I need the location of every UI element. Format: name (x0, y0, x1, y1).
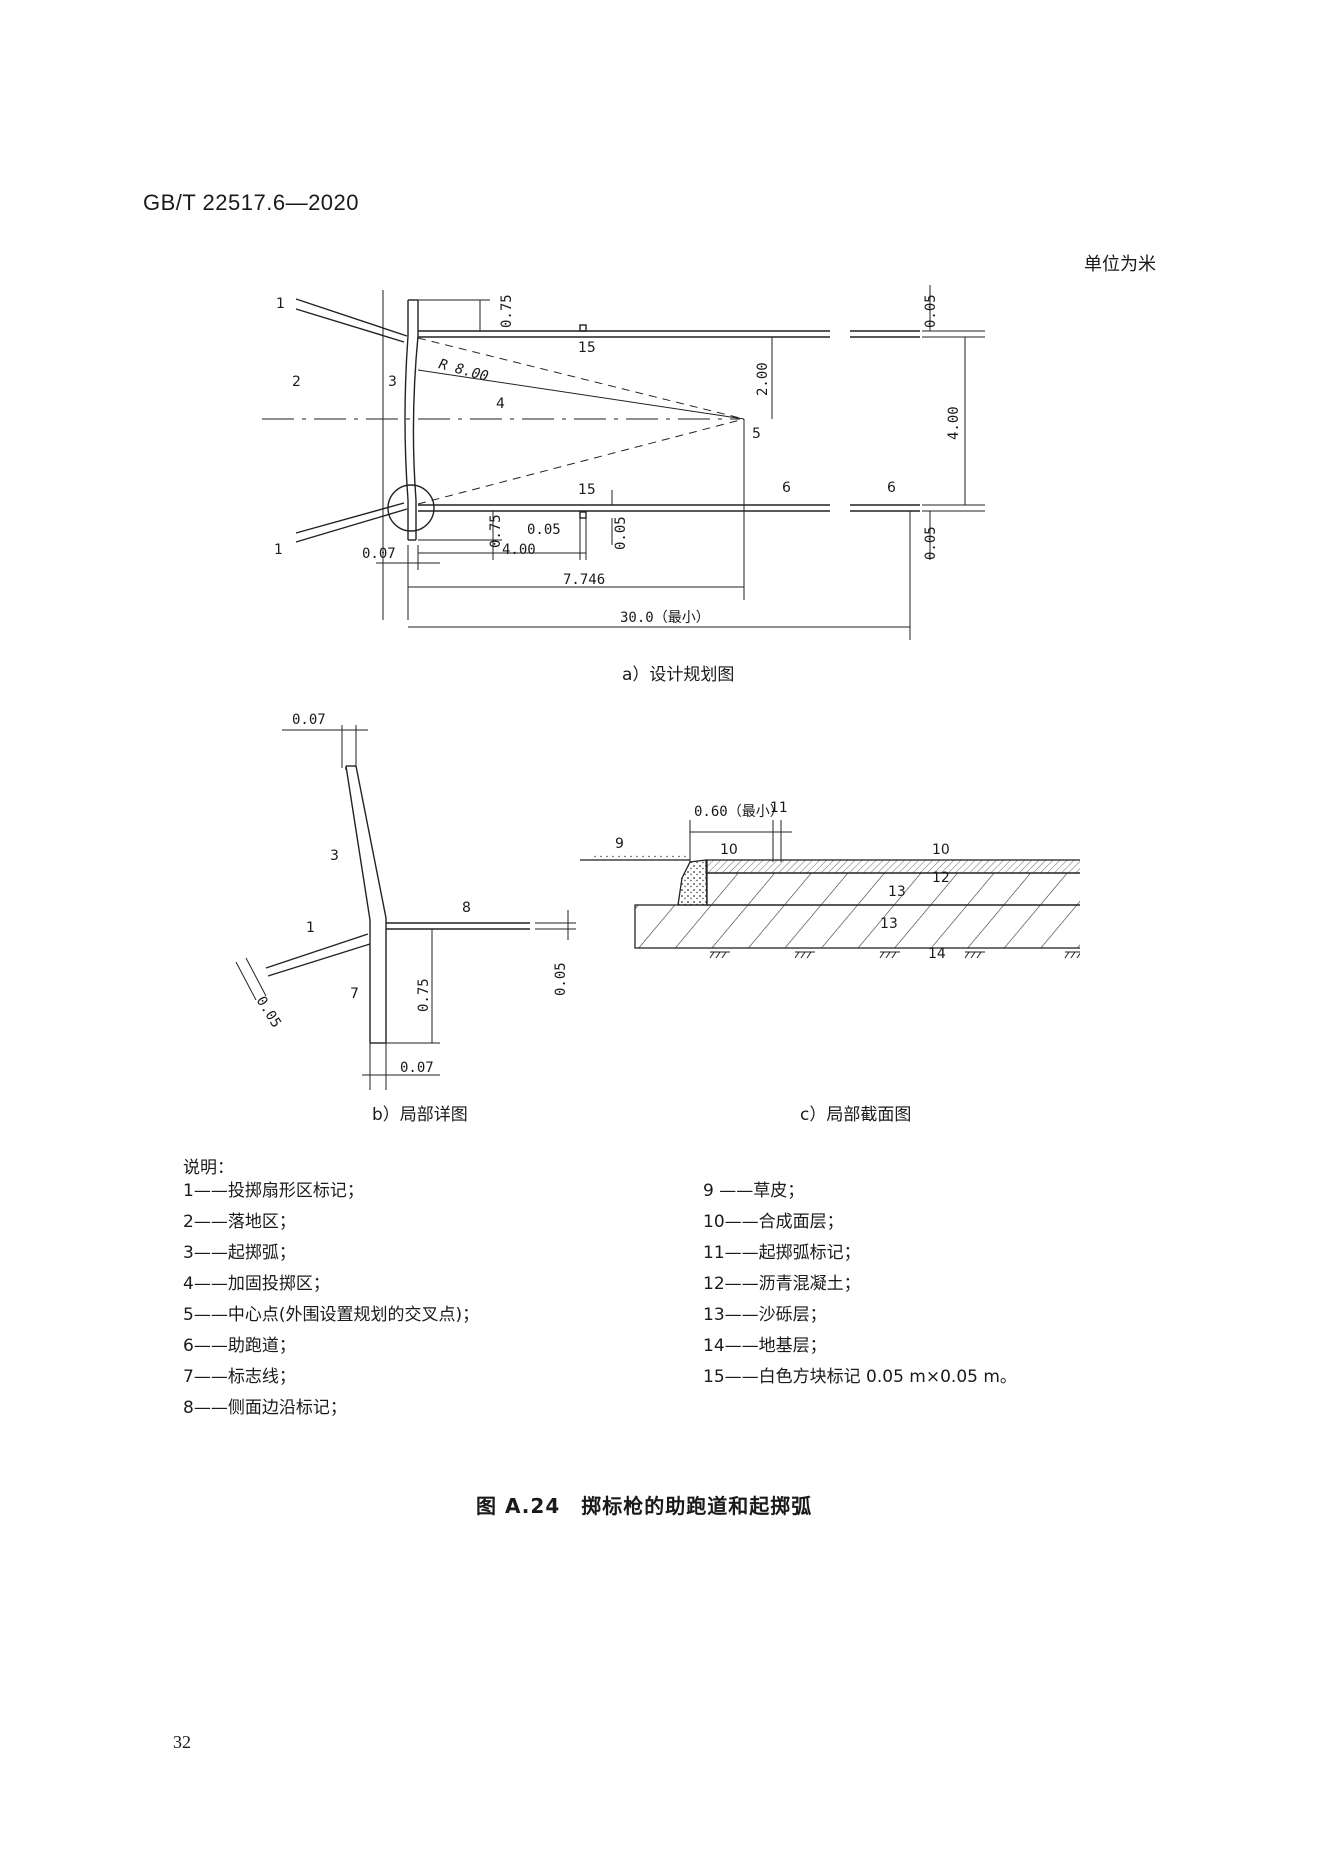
dim-005-b: 0.05 (613, 516, 629, 550)
dim-r800: R 8.00 (437, 356, 490, 385)
legend-item-7: 7——标志线； (183, 1367, 296, 1387)
c-label-13a: 13 (888, 884, 906, 900)
legend-item-15: 15——白色方块标记 0.05 m×0.05 m。 (703, 1367, 1017, 1387)
legend-item-9: 9 ——草皮； (703, 1181, 805, 1201)
legend-item-11: 11——起掷弧标记； (703, 1243, 861, 1263)
legend-item-13: 13——沙砾层； (703, 1305, 827, 1325)
dim-400-horizontal: 4.00 (502, 542, 536, 558)
caption-a: a）设计规划图 (622, 665, 735, 685)
label-6a: 6 (782, 480, 791, 496)
label-15-bottom: 15 (578, 482, 596, 498)
dim-005-top-right: 0.05 (923, 294, 939, 328)
b-label-1: 1 (306, 920, 315, 936)
label-5: 5 (752, 426, 761, 442)
label-1-top: 1 (276, 296, 285, 312)
figure-a-diagram: 1 1 2 3 4 5 6 6 15 15 0.75 R 8.00 2.00 0… (262, 285, 985, 640)
c-label-11: 11 (770, 800, 788, 816)
legend-right-column: 9 ——草皮； 10——合成面层； 11——起掷弧标记； 12——沥青混凝土； … (703, 1176, 1017, 1393)
label-4: 4 (496, 396, 505, 412)
c-label-13b: 13 (880, 916, 898, 932)
dim-300-min: 30.0（最小） (620, 610, 710, 626)
legend-item-6: 6——助跑道； (183, 1336, 296, 1356)
b-dim-007-top: 0.07 (292, 712, 326, 728)
dim-075-top: 0.75 (499, 294, 515, 328)
b-dim-005-right: 0.05 (553, 962, 569, 996)
c-label-10a: 10 (720, 842, 738, 858)
legend-item-5: 5——中心点(外围设置规划的交叉点)； (183, 1305, 480, 1325)
figure-c-diagram: 9 10 10 11 12 13 13 14 0.60（最小） (580, 800, 1080, 962)
legend-item-4: 4——加固投掷区； (183, 1274, 330, 1294)
dim-005-a: 0.05 (527, 522, 561, 538)
legend-item-10: 10——合成面层； (703, 1212, 844, 1232)
figure-title: 图 A.24 掷标枪的助跑道和起掷弧 (476, 1494, 813, 1518)
b-label-3: 3 (330, 848, 339, 864)
caption-c: c）局部截面图 (800, 1105, 912, 1125)
c-dim-060-min: 0.60（最小） (694, 804, 784, 820)
dim-200: 2.00 (755, 362, 771, 396)
c-label-14: 14 (928, 946, 946, 962)
legend-item-12: 12——沥青混凝土； (703, 1274, 861, 1294)
page-number: 32 (173, 1732, 191, 1752)
b-dim-075: 0.75 (416, 978, 432, 1012)
dim-005-bottom-right: 0.05 (923, 526, 939, 560)
legend-item-14: 14——地基层； (703, 1336, 827, 1356)
c-label-9: 9 (615, 836, 624, 852)
legend-item-2: 2——落地区； (183, 1212, 296, 1232)
b-dim-005-diag: 0.05 (253, 994, 284, 1031)
figure-b-diagram: 3 1 8 7 0.07 0.75 0.05 0.05 0.07 (235, 712, 576, 1090)
legend-item-8: 8——侧面边沿标记； (183, 1398, 347, 1418)
legend-left-column: 1——投掷扇形区标记； 2——落地区； 3——起掷弧； 4——加固投掷区； 5—… (183, 1176, 479, 1424)
c-label-10b: 10 (932, 842, 950, 858)
c-label-12: 12 (932, 870, 950, 886)
label-3: 3 (388, 374, 397, 390)
b-dim-007-bottom: 0.07 (400, 1060, 434, 1076)
b-label-8: 8 (462, 900, 471, 916)
legend-title: 说明： (183, 1158, 234, 1178)
dim-400-vertical: 4.00 (946, 406, 962, 440)
dim-075-bottom: 0.75 (488, 514, 504, 548)
label-2: 2 (292, 374, 301, 390)
legend-item-3: 3——起掷弧； (183, 1243, 296, 1263)
label-1-bottom: 1 (274, 542, 283, 558)
legend-item-1: 1——投掷扇形区标记； (183, 1181, 364, 1201)
label-15-top: 15 (578, 340, 596, 356)
b-label-7: 7 (350, 986, 359, 1002)
unit-note: 单位为米 (1084, 254, 1156, 275)
standard-code: GB/T 22517.6—2020 (143, 190, 360, 215)
dim-7746: 7.746 (563, 572, 605, 588)
dim-007: 0.07 (362, 546, 396, 562)
caption-b: b）局部详图 (372, 1105, 468, 1125)
label-6b: 6 (887, 480, 896, 496)
